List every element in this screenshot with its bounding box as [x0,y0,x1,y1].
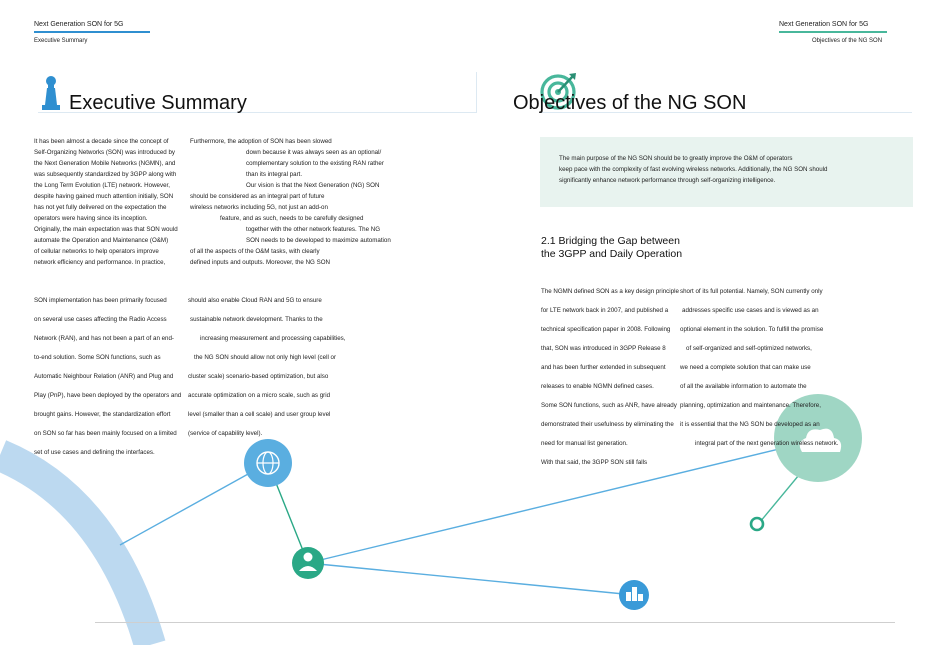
text-line: Furthermore, the adoption of SON has bee… [190,138,332,145]
text-line: significantly enhance network performanc… [559,177,776,184]
text-line: the Long Term Evolution (LTE) network. H… [34,182,170,189]
running-header: Next Generation SON for 5G [34,21,124,28]
text-line: together with the other network features… [246,226,381,233]
text-line: accurate optimization on a micro scale, … [188,392,331,399]
footer-rule [95,622,895,623]
section-subheader: Objectives of the NG SON [812,38,883,44]
text-line: SON needs to be developed to maximize au… [246,237,391,244]
text-line: increasing measurement and processing ca… [200,335,346,342]
text-line: It has been almost a decade since the co… [34,138,169,145]
text-line: Play (PnP), have been deployed by the op… [34,392,182,399]
text-line: Self-Organizing Networks (SON) was intro… [34,149,175,156]
body-column-1-lower: SON implementation has been primarily fo… [34,297,181,468]
text-line: should be considered as an integral part… [190,193,325,200]
text-line: The main purpose of the NG SON should be… [559,155,793,162]
text-line: releases to enable NGMN defined cases. [541,383,654,390]
text-line: brought gains. However, the standardizat… [34,411,171,418]
text-line: The NGMN defined SON as a key design pri… [541,288,679,295]
text-line: of all the available information to auto… [680,383,807,390]
text-line: Our vision is that the Next Generation (… [246,182,380,189]
text-line: addresses specific use cases and is view… [682,307,819,314]
body-column-1: The NGMN defined SON as a key design pri… [541,288,679,478]
text-line: SON implementation has been primarily fo… [34,297,167,304]
text-line: integral part of the next generation wir… [695,440,839,447]
text-line: the NG SON should allow not only high le… [194,354,337,361]
text-line: that, SON was introduced in 3GPP Release… [541,345,666,352]
text-line: was subsequently standardized by 3GPP al… [34,171,177,178]
purpose-callout [540,137,913,207]
text-line: Automatic Neighbour Relation (ANR) and P… [34,373,174,380]
text-line: need for manual list generation. [541,440,628,447]
text-line: defined inputs and outputs. Moreover, th… [190,259,330,266]
text-line: short of its full potential. Namely, SON… [680,288,823,295]
text-line: for LTE network back in 2007, and publis… [541,307,669,314]
text-line: operators were having since its inceptio… [34,215,148,222]
text-line: than its integral part. [246,171,303,178]
text-line: automate the Operation and Maintenance (… [34,237,169,244]
text-line: demonstrated their usefulness by elimina… [541,421,674,428]
decorative-arc [0,440,166,645]
text-line: to-end solution. Some SON functions, suc… [34,354,161,361]
title-box [38,72,477,113]
text-line: despite having gained much attention ini… [34,193,174,200]
body-column-2-lower: should also enable Cloud RAN and 5G to e… [188,297,346,449]
target-icon [538,70,578,110]
body-column-2: short of its full potential. Namely, SON… [680,288,838,459]
text-line: Network (RAN), and has not been a part o… [34,335,174,342]
header-rule [34,31,150,33]
text-line: technical specification paper in 2008. F… [541,326,671,333]
page-title: Executive Summary [69,92,247,114]
text-line: complementary solution to the existing R… [246,160,384,167]
text-line: of self-organized and self-optimized net… [686,345,812,352]
section-subheader: Executive Summary [34,38,88,44]
text-line: on SON so far has been mainly focused on… [34,430,177,437]
text-line: cluster scale) scenario-based optimizati… [188,373,329,380]
page-title: Objectives of the NG SON [513,92,747,114]
running-header: Next Generation SON for 5G [779,21,869,28]
text-line: should also enable Cloud RAN and 5G to e… [188,297,322,304]
text-line: Originally, the main expectation was tha… [34,226,178,233]
text-line: optional element in the solution. To ful… [680,326,824,333]
text-line: the Next Generation Mobile Networks (NGM… [34,160,176,167]
text-line: of all the aspects of the O&M tasks, wit… [190,248,320,255]
text-line: level (smaller than a cell scale) and us… [188,411,331,418]
body-column-2: Furthermore, the adoption of SON has bee… [190,136,391,268]
title-box [540,72,912,113]
text-line: has not yet fully delivered on the expec… [34,204,167,211]
text-line: down because it was always seen as an op… [246,149,382,156]
section-title: 2.1 Bridging the Gap between the 3GPP an… [541,235,683,260]
text-line: Some SON functions, such as ANR, have al… [541,402,677,409]
text-line: of cellular networks to help operators i… [34,248,159,255]
text-line: and has been further extended in subsequ… [541,364,666,371]
text-line: (service of capability level). [188,430,263,437]
header-rule [779,31,887,33]
text-line: feature, and as such, needs to be carefu… [220,215,364,222]
text-line: With that said, the 3GPP SON still falls [541,459,648,466]
text-line: on several use cases affecting the Radio… [34,316,167,323]
text-line: it is essential that the NG SON be devel… [680,421,820,428]
text-line: we need a complete solution that can mak… [680,364,811,371]
text-line: wireless networks including 5G, not just… [190,204,328,211]
text-line: planning, optimization and maintenance. … [680,402,821,409]
callout-text: The main purpose of the NG SON should be… [559,153,827,186]
chess-pawn-icon [40,74,62,114]
text-line: set of use cases and defining the interf… [34,449,155,456]
user-icon [292,547,324,579]
text-line: keep pace with the complexity of fast ev… [559,166,828,173]
body-column-1: It has been almost a decade since the co… [34,136,178,268]
text-line: sustainable network development. Thanks … [190,316,323,323]
text-line: network efficiency and performance. In p… [34,259,166,266]
